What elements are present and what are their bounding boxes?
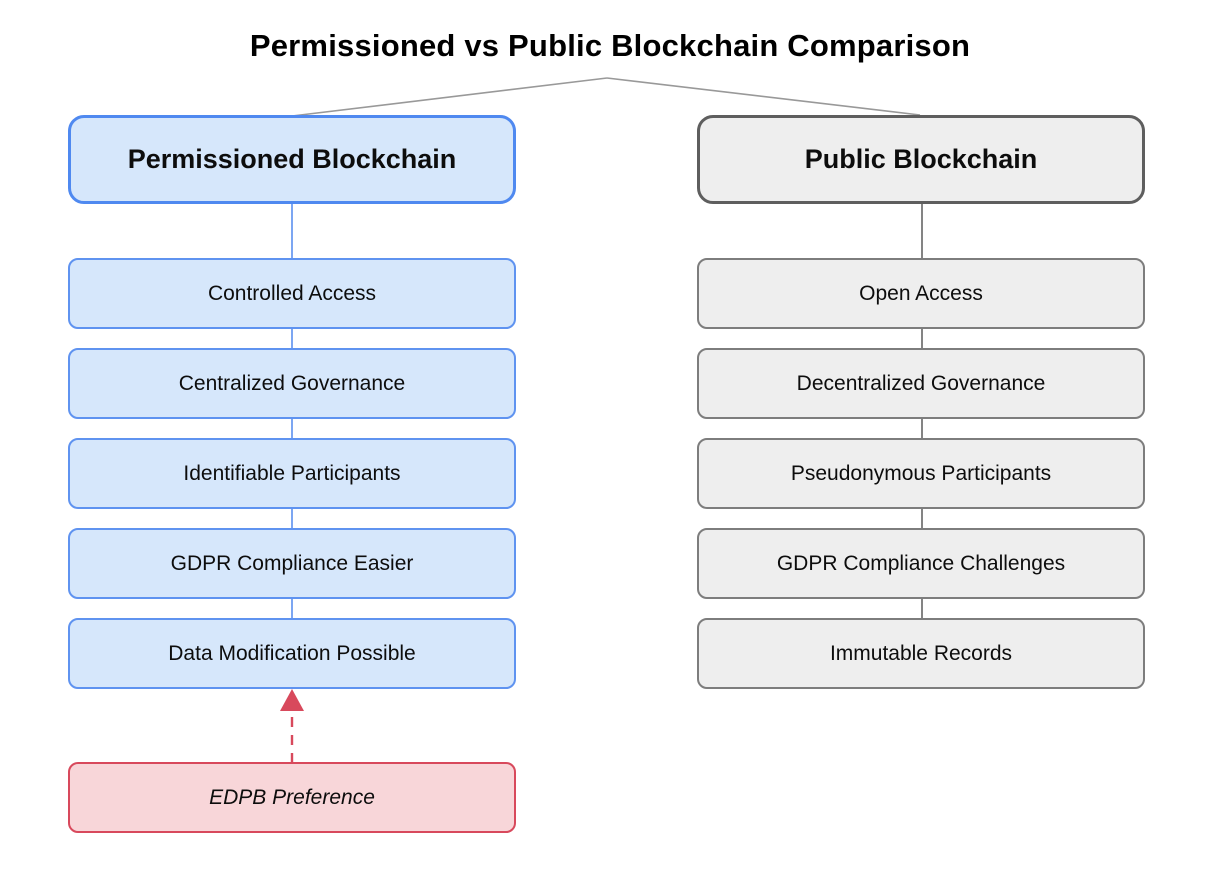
- node-gdpr-compliance-easier: GDPR Compliance Easier: [68, 528, 516, 599]
- node-permissioned-header: Permissioned Blockchain: [68, 115, 516, 204]
- node-pseudonymous-participants: Pseudonymous Participants: [697, 438, 1145, 509]
- node-immutable-records: Immutable Records: [697, 618, 1145, 689]
- node-identifiable-participants: Identifiable Participants: [68, 438, 516, 509]
- edge-title-to-public: [606, 77, 921, 116]
- edpb-arrowhead-icon: [280, 689, 304, 711]
- node-controlled-access: Controlled Access: [68, 258, 516, 329]
- diagram-title: Permissioned vs Public Blockchain Compar…: [249, 28, 971, 63]
- node-centralized-governance: Centralized Governance: [68, 348, 516, 419]
- node-data-modification-possible: Data Modification Possible: [68, 618, 516, 689]
- edge-title-to-permissioned: [291, 77, 608, 117]
- node-gdpr-compliance-challenges: GDPR Compliance Challenges: [697, 528, 1145, 599]
- node-edpb-preference: EDPB Preference: [68, 762, 516, 833]
- node-decentralized-governance: Decentralized Governance: [697, 348, 1145, 419]
- node-public-header: Public Blockchain: [697, 115, 1145, 204]
- node-open-access: Open Access: [697, 258, 1145, 329]
